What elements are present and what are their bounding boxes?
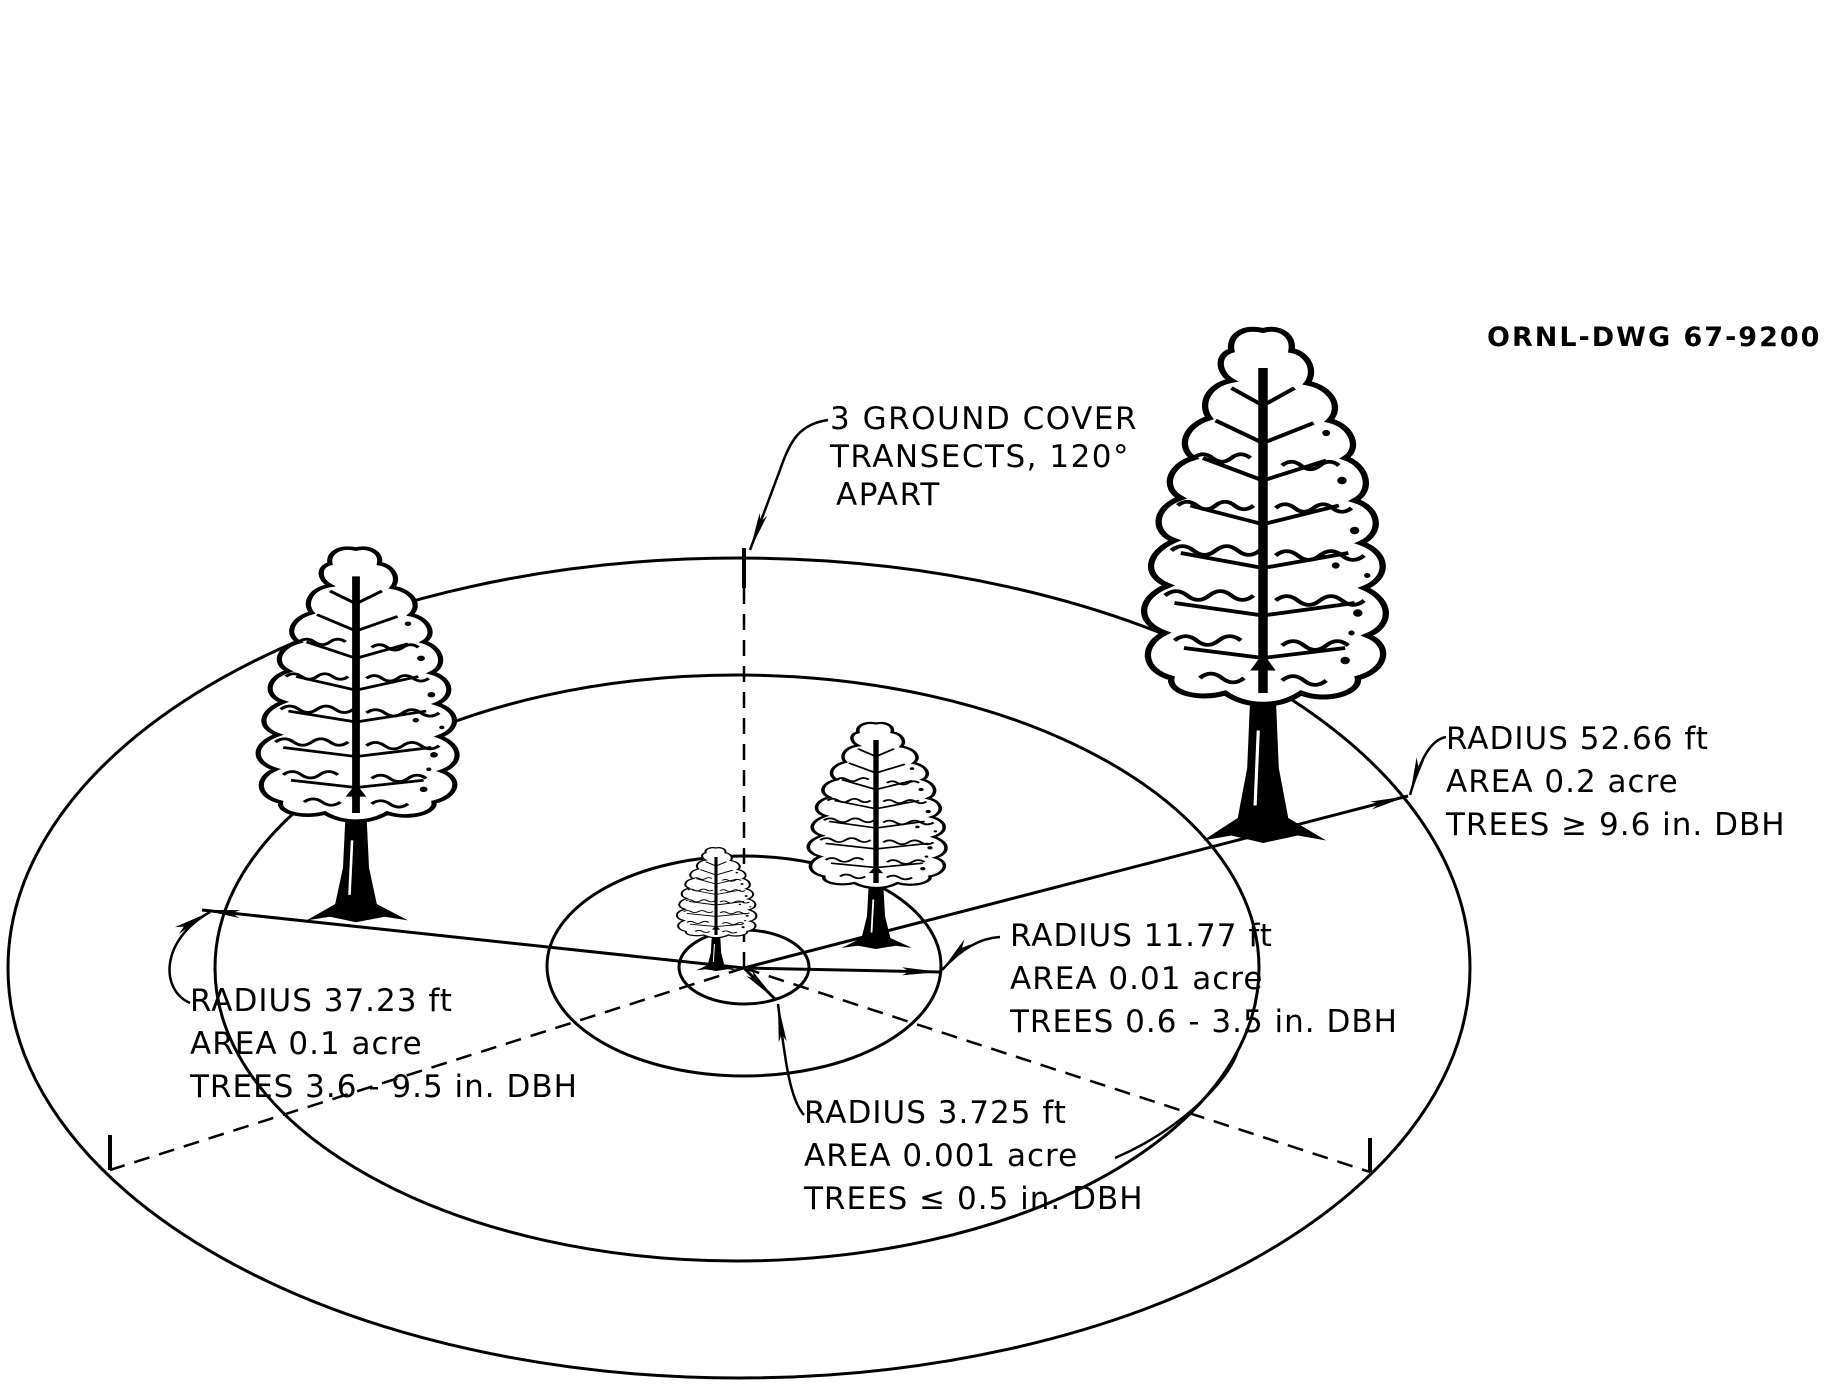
transect-right (743, 966, 1371, 1174)
transect-left (109, 966, 745, 1172)
transect-note-line-1: 3 GROUND COVER (830, 401, 1138, 437)
transect-note: 3 GROUND COVER TRANSECTS, 120° APART (830, 400, 1138, 514)
plot-label-37ft: RADIUS 37.23 ft AREA 0.1 acre TREES 3.6 … (190, 980, 578, 1109)
tree-medium (808, 723, 946, 949)
plot-label-3ft: RADIUS 3.725 ft AREA 0.001 acre TREES ≤ … (804, 1092, 1144, 1221)
plot-radius-text: RADIUS 3.725 ft (804, 1095, 1067, 1131)
plot-trees-text: TREES ≤ 0.5 in. DBH (804, 1181, 1144, 1217)
plot-label-52ft: RADIUS 52.66 ft AREA 0.2 acre TREES ≥ 9.… (1446, 718, 1786, 847)
tree-largest (1144, 329, 1386, 843)
plot-label-11ft: RADIUS 11.77 ft AREA 0.01 acre TREES 0.6… (1010, 915, 1398, 1044)
plot-radius-text: RADIUS 37.23 ft (190, 983, 453, 1019)
plot-boundary-37ft (213, 673, 1261, 1263)
plot-area-text: AREA 0.001 acre (804, 1138, 1079, 1174)
plot-trees-text: TREES 0.6 - 3.5 in. DBH (1010, 1004, 1398, 1040)
tree-large-left (258, 548, 457, 922)
plot-area-text: AREA 0.01 acre (1010, 961, 1264, 997)
transect-note-line-3: APART (836, 477, 941, 513)
plot-trees-text: TREES 3.6 - 9.5 in. DBH (190, 1069, 578, 1105)
plot-radius-text: RADIUS 11.77 ft (1010, 918, 1273, 954)
drawing-id: ORNL-DWG 67-9200 (1487, 322, 1822, 353)
plot-trees-text: TREES ≥ 9.6 in. DBH (1446, 807, 1786, 843)
transect-note-line-2: TRANSECTS, 120° (830, 439, 1131, 475)
plot-area-text: AREA 0.2 acre (1446, 764, 1679, 800)
plot-boundary-52ft (6, 556, 1472, 1380)
plot-area-text: AREA 0.1 acre (190, 1026, 423, 1062)
plot-radius-text: RADIUS 52.66 ft (1446, 721, 1709, 757)
